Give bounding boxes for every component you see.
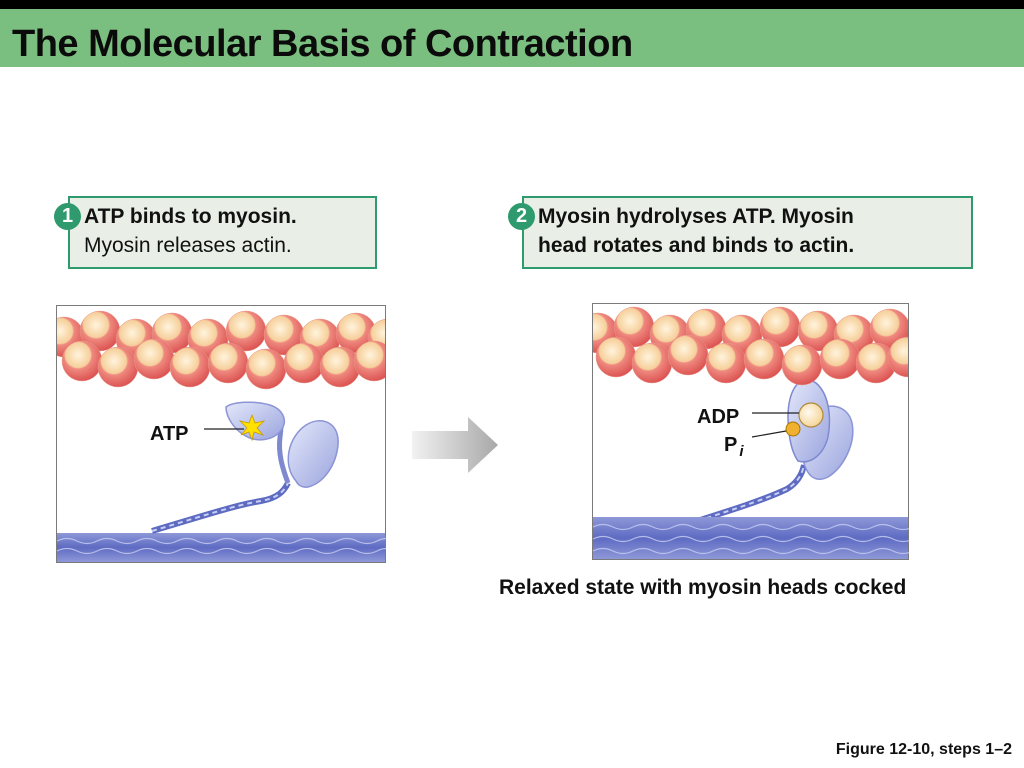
step2-line2: head rotates and binds to actin. bbox=[538, 234, 855, 257]
pi-label-p: P bbox=[724, 434, 737, 456]
step1-line1: ATP binds to myosin. bbox=[84, 205, 297, 228]
step1-number-badge: 1 bbox=[54, 203, 81, 230]
top-border bbox=[0, 0, 1024, 9]
atp-starburst bbox=[238, 413, 266, 442]
step2-number-badge: 2 bbox=[508, 203, 535, 230]
myosin-molecule bbox=[151, 401, 339, 534]
step1-illustration: ATP bbox=[56, 305, 386, 563]
adp-label: ADP bbox=[697, 406, 739, 428]
thick-filament bbox=[592, 517, 909, 559]
figure-caption: Relaxed state with myosin heads cocked bbox=[499, 576, 907, 599]
slide-title: The Molecular Basis of Contraction bbox=[12, 23, 633, 65]
step2-line1: Myosin hydrolyses ATP. Myosin bbox=[538, 205, 854, 228]
myosin-head-partner bbox=[287, 420, 339, 488]
adp-molecule bbox=[798, 402, 824, 428]
thick-filament bbox=[56, 533, 386, 562]
myosin-head-detached bbox=[225, 401, 286, 441]
pi-label-subscript: i bbox=[739, 443, 744, 460]
actin-filament bbox=[593, 306, 908, 386]
title-bar: The Molecular Basis of Contraction bbox=[0, 9, 1024, 67]
step1-line2: Myosin releases actin. bbox=[84, 234, 292, 257]
pi-pointer-line bbox=[751, 430, 787, 438]
actin-filament bbox=[57, 310, 385, 390]
step2-description-box: Myosin hydrolyses ATP. Myosin head rotat… bbox=[522, 196, 973, 269]
step1-description-box: ATP binds to myosin. Myosin releases act… bbox=[68, 196, 377, 269]
transition-arrow-icon bbox=[412, 417, 498, 473]
phosphate-molecule bbox=[785, 421, 801, 437]
figure-reference: Figure 12-10, steps 1–2 bbox=[835, 741, 1012, 758]
atp-label: ATP bbox=[150, 423, 189, 445]
